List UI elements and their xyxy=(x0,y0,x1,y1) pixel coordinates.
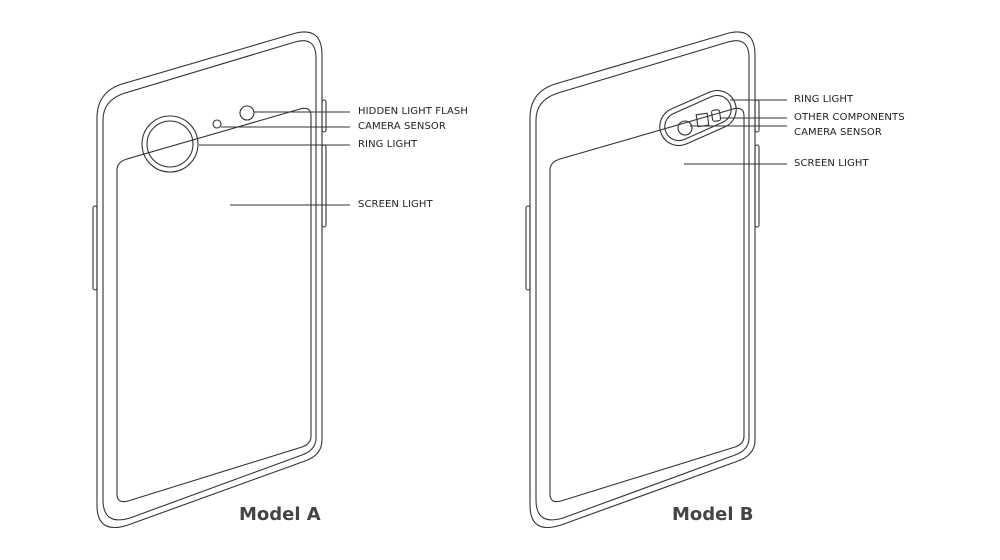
label-ring-light: RING LIGHT xyxy=(358,139,418,150)
camera-sensor xyxy=(212,119,222,129)
label-screen-light: SCREEN LIGHT xyxy=(358,199,433,210)
ring-light-outer xyxy=(141,115,199,173)
ring-light-inner xyxy=(146,120,194,168)
hidden-light-flash xyxy=(239,105,255,121)
label-screen-light: SCREEN LIGHT xyxy=(794,158,869,169)
model-a-title: Model A xyxy=(239,504,321,525)
label-other-components: OTHER COMPONENTS xyxy=(794,112,905,123)
model-b-title: Model B xyxy=(672,504,754,525)
label-camera-sensor: CAMERA SENSOR xyxy=(358,121,446,132)
label-ring-light: RING LIGHT xyxy=(794,94,854,105)
label-hidden-light-flash: HIDDEN LIGHT FLASH xyxy=(358,106,468,117)
ring-light-inner xyxy=(664,94,732,142)
label-camera-sensor: CAMERA SENSOR xyxy=(794,127,882,138)
phone-model-a xyxy=(92,31,350,529)
ring-light-outer xyxy=(659,89,737,147)
phone-model-b xyxy=(525,31,787,529)
camera-sensor xyxy=(677,120,693,136)
other-component xyxy=(695,112,710,128)
other-component xyxy=(711,109,722,122)
